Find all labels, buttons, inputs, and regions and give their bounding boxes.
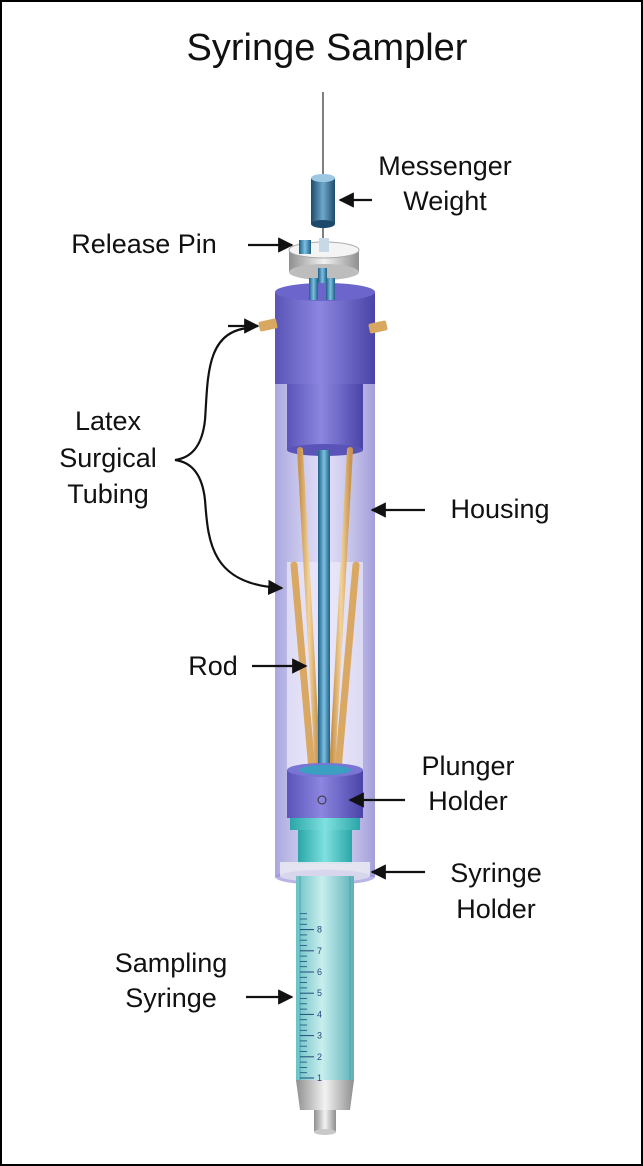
diagram-title: Syringe Sampler — [187, 27, 468, 69]
label-weight: Weight — [403, 186, 487, 216]
brass-pins — [258, 318, 388, 334]
messenger-weight-shape — [311, 174, 335, 228]
plunger-holder-shape — [287, 763, 363, 818]
label-plunger: Plunger — [421, 751, 514, 781]
scale-label: 6 — [317, 967, 322, 977]
brace-latex-tubing — [174, 326, 284, 596]
label-sampling: Sampling — [115, 948, 228, 978]
rod-shape — [318, 450, 330, 770]
label-messenger: Messenger — [378, 151, 512, 181]
scale-label: 1 — [317, 1073, 322, 1083]
label-latex: Latex — [75, 406, 142, 436]
plunger-flange — [290, 818, 360, 864]
scale-label: 5 — [317, 988, 322, 998]
leader-lines — [174, 192, 425, 1005]
housing-cap — [275, 278, 375, 456]
label-surgical: Surgical — [59, 443, 157, 473]
scale-label: 7 — [317, 946, 322, 956]
release-rod — [318, 268, 327, 292]
scale-label: 4 — [317, 1009, 322, 1019]
surgical-tubing-shape — [290, 447, 360, 774]
label-plunger-holder: Holder — [428, 786, 508, 816]
label-syringe: Syringe — [450, 858, 542, 888]
scale-label: 3 — [317, 1031, 322, 1041]
scale-label: 2 — [317, 1052, 322, 1062]
label-sampling-syringe: Syringe — [125, 983, 217, 1013]
label-syringe-holder: Holder — [456, 894, 536, 924]
label-release-pin: Release Pin — [71, 229, 217, 259]
label-rod: Rod — [188, 651, 238, 681]
syringe-scale: 1 2 3 4 5 6 7 8 — [300, 913, 322, 1083]
release-pin-shape — [288, 238, 360, 280]
label-housing: Housing — [450, 494, 549, 524]
sampling-syringe-shape — [296, 876, 354, 1135]
scale-label: 8 — [317, 925, 322, 935]
label-tubing: Tubing — [67, 479, 149, 509]
